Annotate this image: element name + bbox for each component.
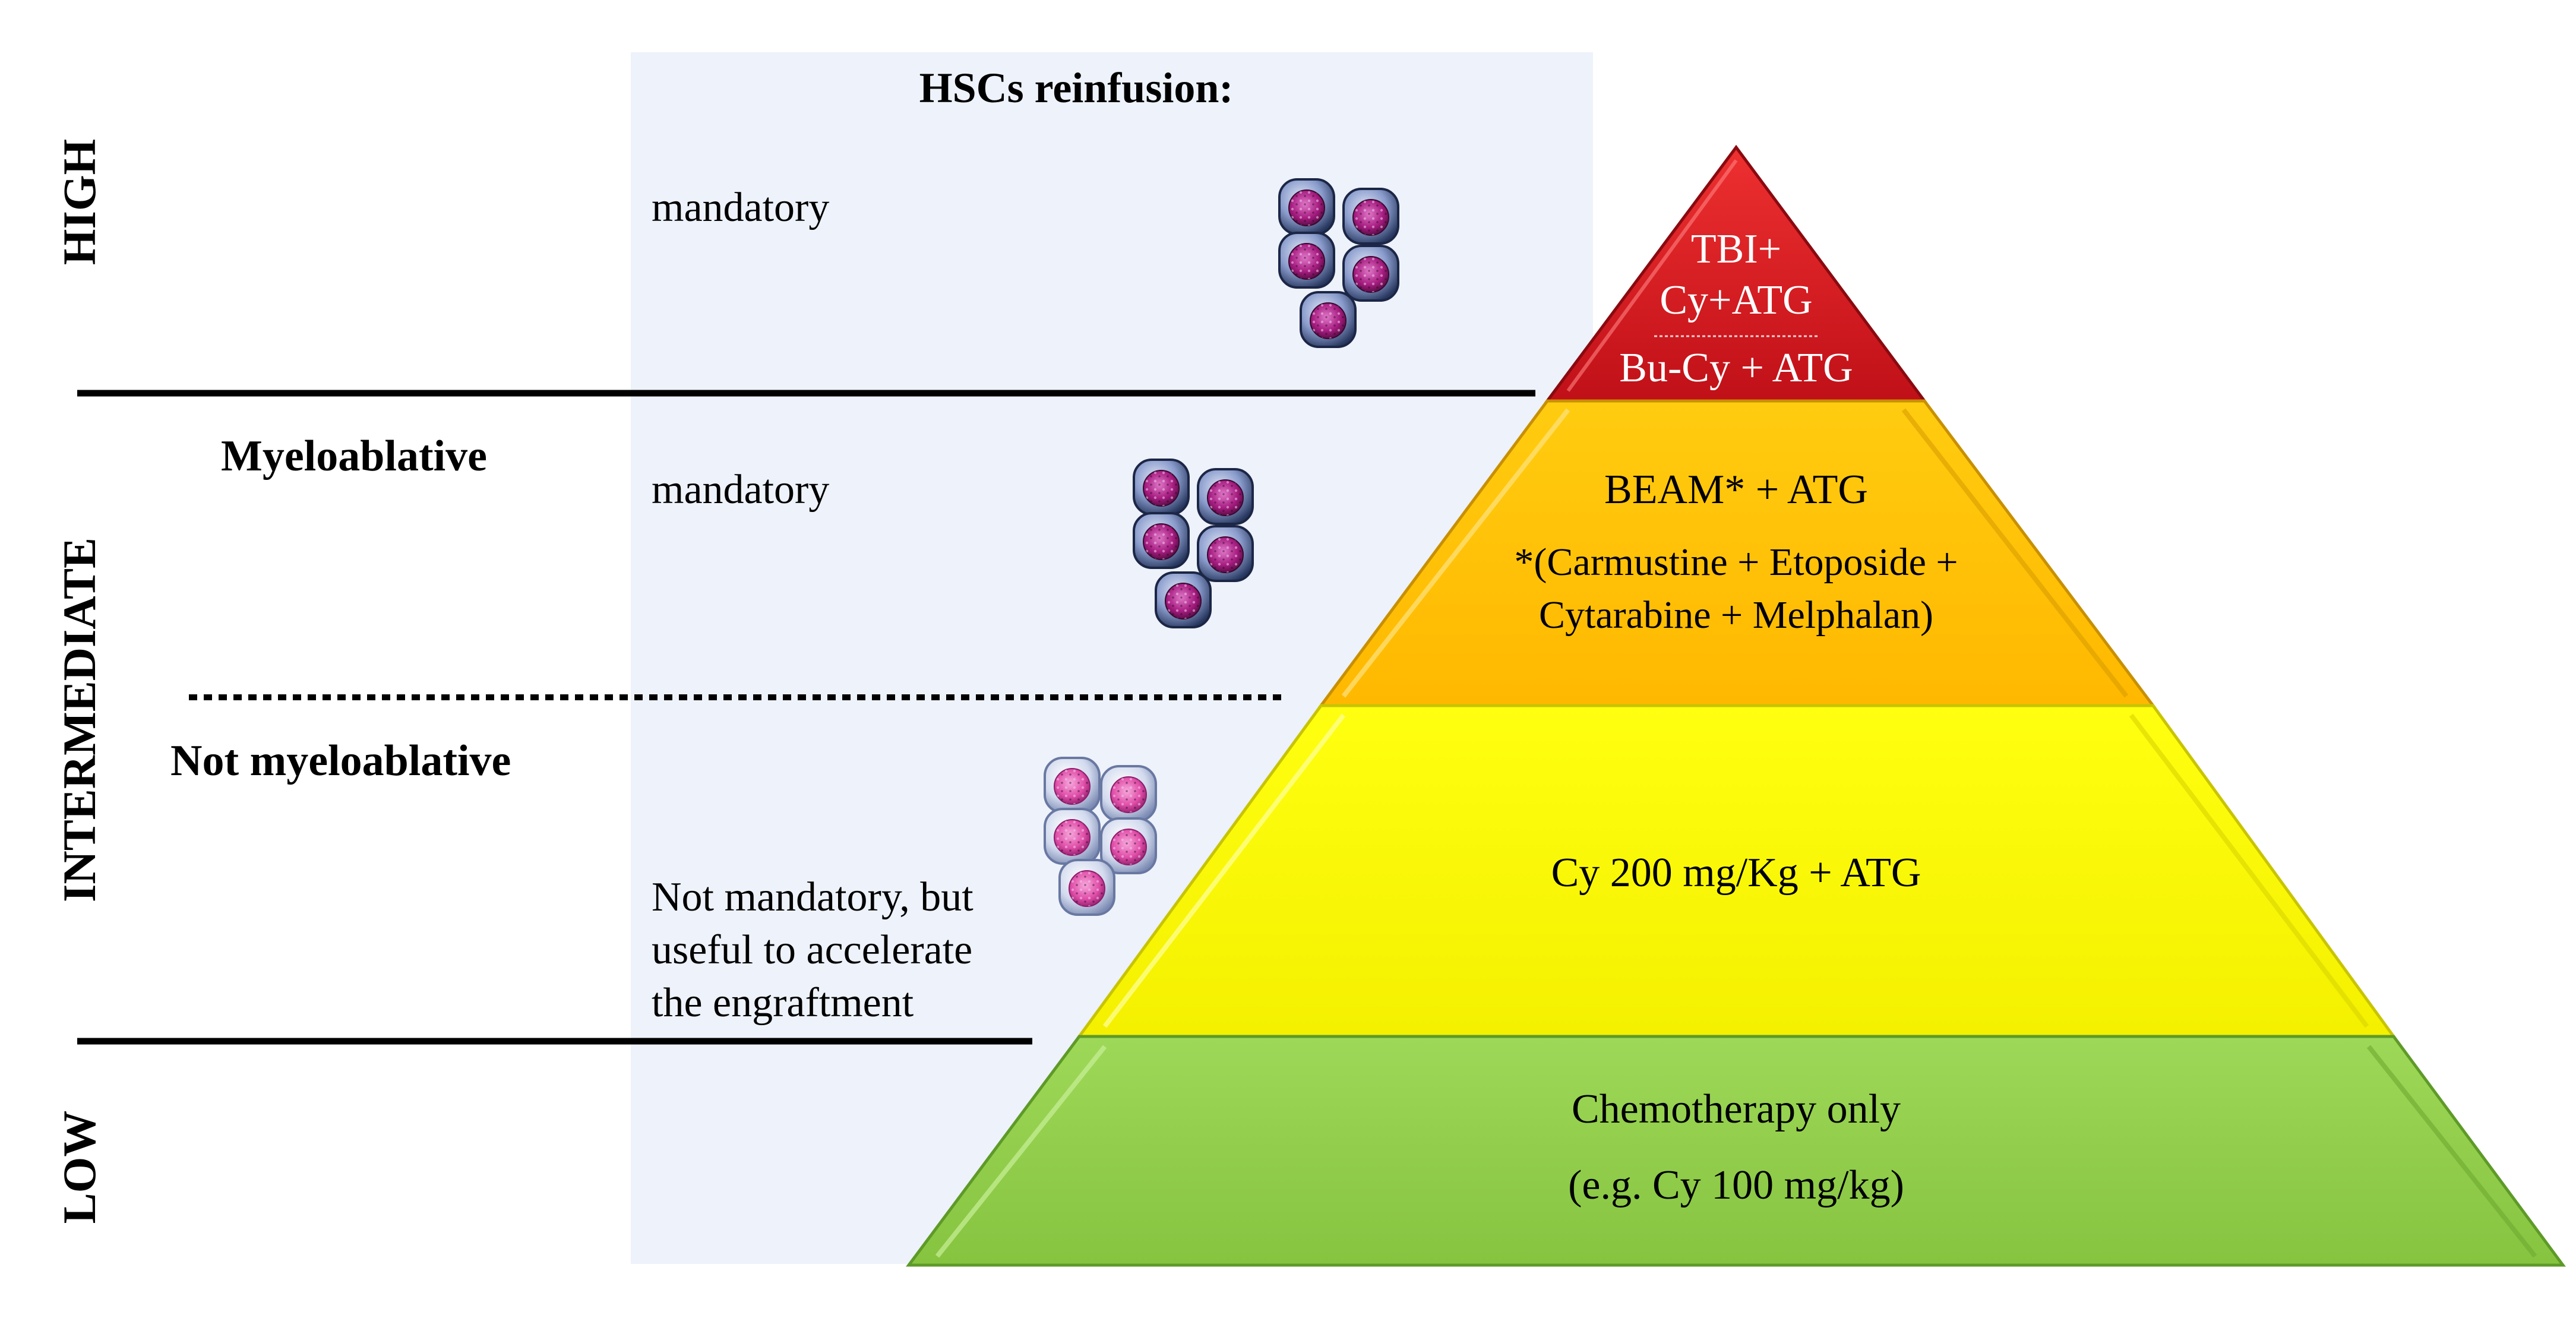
tier-top-line3: Bu-Cy + ATG [1619,345,1853,391]
tier-base-line1: Chemotherapy only [1572,1086,1901,1132]
reinfusion-high-text: mandatory [652,185,829,230]
level-intermediate-label: INTERMEDIATE [53,538,105,902]
category-not-myeloablative: Not myeloablative [170,737,511,785]
level-high-label: HIGH [53,139,105,265]
pyramid-tier-base [906,1035,2566,1267]
reinfusion-not-myeloablative-line3: the engraftment [652,980,914,1026]
level-low-label: LOW [53,1111,105,1224]
tier-upper-line3: Cytarabine + Melphalan) [1539,593,1933,637]
pyramid: TBI+ Cy+ATG Bu-Cy + ATG BEAM* + ATG *(Ca… [906,144,2566,1267]
tier-middle-line1: Cy 200 mg/Kg + ATG [1551,850,1921,896]
reinfusion-myeloablative-text: mandatory [652,467,829,513]
tier-upper-line2: *(Carmustine + Etoposide + [1514,541,1958,584]
tier-upper-line1: BEAM* + ATG [1604,467,1868,513]
tier-top-line2: Cy+ATG [1660,277,1812,323]
tier-base-line2: (e.g. Cy 100 mg/kg) [1568,1162,1904,1208]
reinfusion-not-myeloablative-line1: Not mandatory, but [652,874,973,920]
reinfusion-not-myeloablative-line2: useful to accelerate [652,927,972,973]
category-myeloablative: Myeloablative [221,432,487,481]
tier-top-line1: TBI+ [1691,226,1781,272]
reinfusion-title: HSCs reinfusion: [919,64,1234,112]
